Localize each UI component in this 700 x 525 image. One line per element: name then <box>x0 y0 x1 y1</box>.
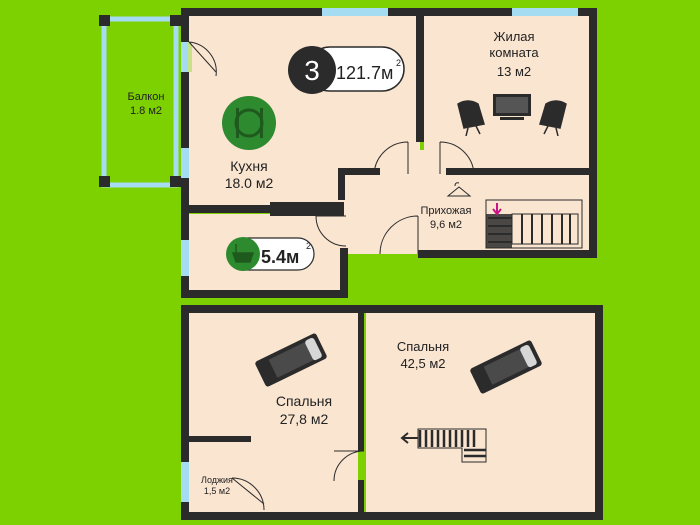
lower-doors <box>231 450 365 511</box>
bed-icon <box>470 340 542 394</box>
wall <box>181 205 276 213</box>
upper-doors <box>188 41 475 255</box>
wall <box>181 290 347 298</box>
staircase-down <box>400 428 487 463</box>
bath-area-sup: 2 <box>306 241 311 251</box>
hallway: Прихожая 9,6 м2 <box>421 182 583 249</box>
wall <box>595 305 603 520</box>
loggia-door-swing <box>231 477 265 511</box>
bedroom-door-swing <box>333 450 365 482</box>
bedroom-right-floor <box>366 313 596 513</box>
wall <box>358 305 364 451</box>
upper-windows <box>181 8 578 276</box>
bed-pillow <box>520 344 537 368</box>
wall <box>338 168 380 175</box>
window <box>322 8 388 16</box>
living-door-swing <box>439 141 475 175</box>
bedroom-left-label: Спальня <box>276 393 332 409</box>
wall <box>416 8 424 142</box>
bedroom-right-area: 42,5 м2 <box>400 356 445 371</box>
bedroom-right: Спальня 42,5 м2 <box>397 339 542 463</box>
rooms-count-circle <box>288 46 336 94</box>
balcony-label: Балкон <box>128 91 165 103</box>
bedroom-left: Спальня 27,8 м2 <box>255 333 332 427</box>
kitchen-label: Кухня <box>230 158 267 174</box>
wall <box>189 436 251 442</box>
balcony-area: 1.8 м2 <box>130 105 162 117</box>
plate-icon <box>222 96 276 150</box>
wall <box>181 512 603 520</box>
loggia-label: Лоджия <box>201 475 233 485</box>
wall <box>270 202 344 216</box>
total-area-sup: 2 <box>396 58 401 68</box>
total-area: 121.7м <box>336 63 393 83</box>
bedroom-right-label: Спальня <box>397 339 449 354</box>
arrow-left-icon <box>400 432 418 444</box>
living-label-line1: Жилая <box>493 29 534 44</box>
balcony-post <box>99 15 110 26</box>
wall <box>446 168 597 175</box>
wall <box>358 480 364 516</box>
armchair-icon <box>539 100 567 137</box>
staircase-up <box>485 199 583 249</box>
fork-icon <box>236 108 239 138</box>
lower-floors <box>188 313 596 513</box>
wall <box>181 305 603 313</box>
armchair-icon <box>457 100 485 137</box>
stair-landing <box>486 214 512 248</box>
balcony-frame <box>101 16 179 188</box>
bedroom-left-floor <box>188 313 358 513</box>
bathtub-icon <box>231 244 255 263</box>
bed-blanket <box>483 349 529 385</box>
hanger-icon <box>446 182 472 197</box>
front-door-swing <box>379 215 419 255</box>
wall <box>589 8 597 258</box>
balcony-post <box>170 176 181 187</box>
bath-area: 5.4м <box>261 247 299 267</box>
bed-blanket <box>268 342 314 378</box>
window <box>181 462 189 502</box>
window <box>512 8 578 16</box>
window <box>181 240 189 276</box>
opening <box>188 42 192 72</box>
wall <box>181 305 189 520</box>
living-floor <box>424 14 590 172</box>
window <box>181 42 189 72</box>
living-room: Жилая комната 13 м2 <box>457 29 567 137</box>
loggia-area: 1,5 м2 <box>204 486 230 496</box>
window <box>181 148 189 178</box>
bed-icon <box>255 333 327 387</box>
lower-walls <box>181 305 603 520</box>
balcony-post <box>99 176 110 187</box>
total-area-badge: 3 121.7м 2 <box>288 46 405 94</box>
kitchen: Кухня 18.0 м2 <box>222 96 276 191</box>
wall <box>418 250 597 258</box>
lower-windows <box>181 462 189 502</box>
tv-icon-stand <box>500 117 524 120</box>
tv-icon-screen <box>496 97 528 113</box>
stair-lines <box>418 430 486 458</box>
bath-door-swing <box>315 215 347 247</box>
wall <box>338 168 345 200</box>
arrow-down-icon <box>492 203 502 216</box>
wall <box>340 248 348 298</box>
hallway-label: Прихожая <box>421 205 472 217</box>
bed-pillow <box>305 337 322 361</box>
balcony-post <box>170 15 181 26</box>
hallway-area: 9,6 м2 <box>430 219 462 231</box>
bedroom-left-area: 27,8 м2 <box>280 411 329 427</box>
kitchen-area: 18.0 м2 <box>225 175 274 191</box>
balcony: Балкон 1.8 м2 <box>99 15 181 188</box>
loggia: Лоджия 1,5 м2 <box>201 475 233 496</box>
balcony-door-swing <box>188 41 217 77</box>
rooms-count: 3 <box>304 55 320 86</box>
living-label-line2: комната <box>489 45 539 60</box>
wall <box>181 8 597 16</box>
bathroom: 5.4м 2 <box>226 237 315 271</box>
kitchen-door-swing <box>373 141 409 175</box>
knife-icon <box>260 108 263 138</box>
living-area: 13 м2 <box>497 64 531 79</box>
